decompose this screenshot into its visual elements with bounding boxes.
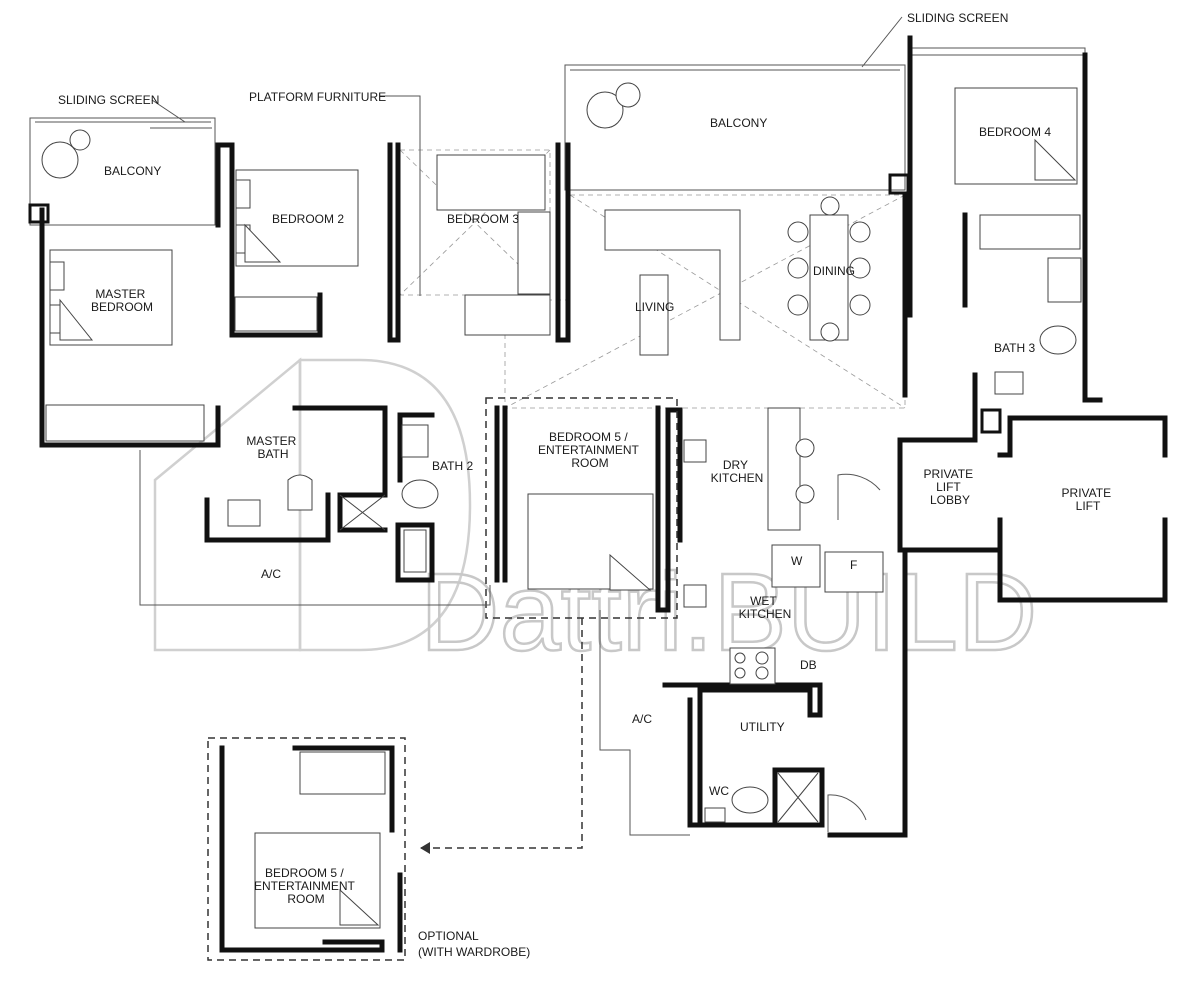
platform-furniture-label: PLATFORM FURNITURE [249,90,386,104]
walls [28,35,1168,838]
room-labels: SLIDING SCREEN PLATFORM FURNITURE SLIDIN… [58,11,1115,959]
bedroom-4-label: BEDROOM 4 [979,125,1051,139]
sliding-screen-left-label: SLIDING SCREEN [58,93,159,107]
db-label: DB [800,658,817,672]
master-bath-label: MASTER BATH [246,434,299,461]
dry-kitchen-label: DRY KITCHEN [711,458,764,485]
furniture [41,82,1082,832]
bedroom-5-dashed-boundary [420,397,678,854]
balcony-top-label: BALCONY [710,116,767,130]
bedroom-3-label: BEDROOM 3 [447,212,519,226]
bedroom-5-label: BEDROOM 5 / ENTERTAINMENT ROOM [538,430,642,470]
sliding-screen-right-label: SLIDING SCREEN [907,11,1008,25]
fridge-label: F [850,558,857,572]
dining-label: DINING [813,264,855,278]
watermark: Dattri.BUILD [153,357,1039,675]
living-label: LIVING [635,300,674,314]
wc-label: WC [709,784,729,798]
leader-lines [151,16,903,296]
optional-bedroom-5-inset [207,737,406,961]
balcony-left-label: BALCONY [104,164,161,178]
wet-kitchen-label: WET KITCHEN [739,594,792,621]
private-lift-lobby-label: PRIVATE LIFT LOBBY [924,467,977,507]
private-lift-label: PRIVATE LIFT [1062,486,1115,513]
ac-right-label: A/C [632,712,652,726]
arrow-icon [420,842,430,854]
utility-label: UTILITY [740,720,785,734]
bedroom-2-label: BEDROOM 2 [272,212,344,226]
optional-bedroom-5-label: BEDROOM 5 / ENTERTAINMENT ROOM [254,866,358,906]
master-bedroom-label: MASTER BEDROOM [91,287,153,314]
bath-3-label: BATH 3 [994,341,1035,355]
optional-note-label: OPTIONAL (WITH WARDROBE) [418,929,530,959]
ac-left-label: A/C [261,567,281,581]
bath-2-label: BATH 2 [432,459,473,473]
washer-label: W [791,554,803,568]
ac-ledges [139,450,690,836]
watermark-text: Dattri.BUILD [420,551,1037,674]
